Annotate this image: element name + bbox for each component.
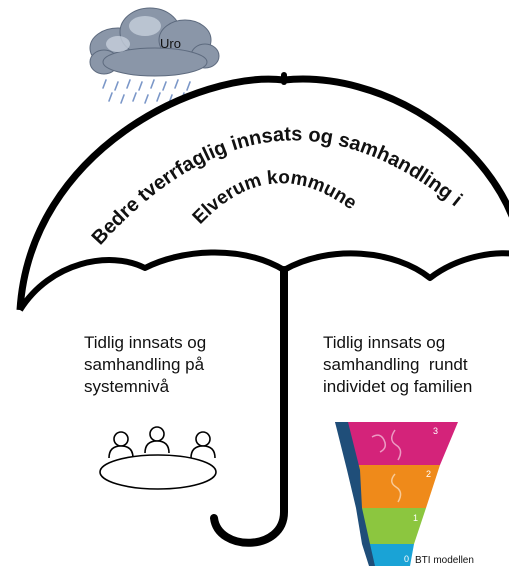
bti-puzzle-funnel-icon: 3 2 1 0	[335, 422, 458, 566]
umbrella-handle	[210, 266, 288, 547]
bti-level-3	[335, 422, 458, 465]
right-text-block: Tidlig innsats og samhandling rundt indi…	[323, 332, 472, 398]
bti-level-1	[361, 508, 426, 544]
bti-label: BTI modellen	[415, 555, 474, 566]
bti-accent	[335, 422, 375, 566]
left-text-block: Tidlig innsats og samhandling på systemn…	[84, 332, 206, 398]
bti-level-3-number: 3	[433, 426, 438, 436]
bti-level-2-number: 2	[426, 469, 431, 479]
people-around-table-icon	[99, 426, 217, 490]
bti-level-1-number: 1	[413, 513, 418, 523]
right-text-line: individet og familien	[323, 377, 473, 396]
rain-cloud-icon	[89, 7, 220, 104]
bti-level-0	[368, 544, 414, 566]
umbrella-arc-subtitle: Elverum kommune	[189, 167, 361, 228]
right-text-line: samhandling rundt	[323, 355, 468, 374]
right-text-line: Tidlig innsats og	[323, 333, 446, 352]
cloud-label: Uro	[160, 36, 181, 51]
left-text-line: samhandling på	[84, 355, 205, 374]
left-text-line: systemnivå	[84, 377, 170, 396]
bti-level-0-number: 0	[404, 554, 409, 564]
umbrella-canopy	[16, 72, 509, 312]
left-text-line: Tidlig innsats og	[84, 333, 207, 352]
